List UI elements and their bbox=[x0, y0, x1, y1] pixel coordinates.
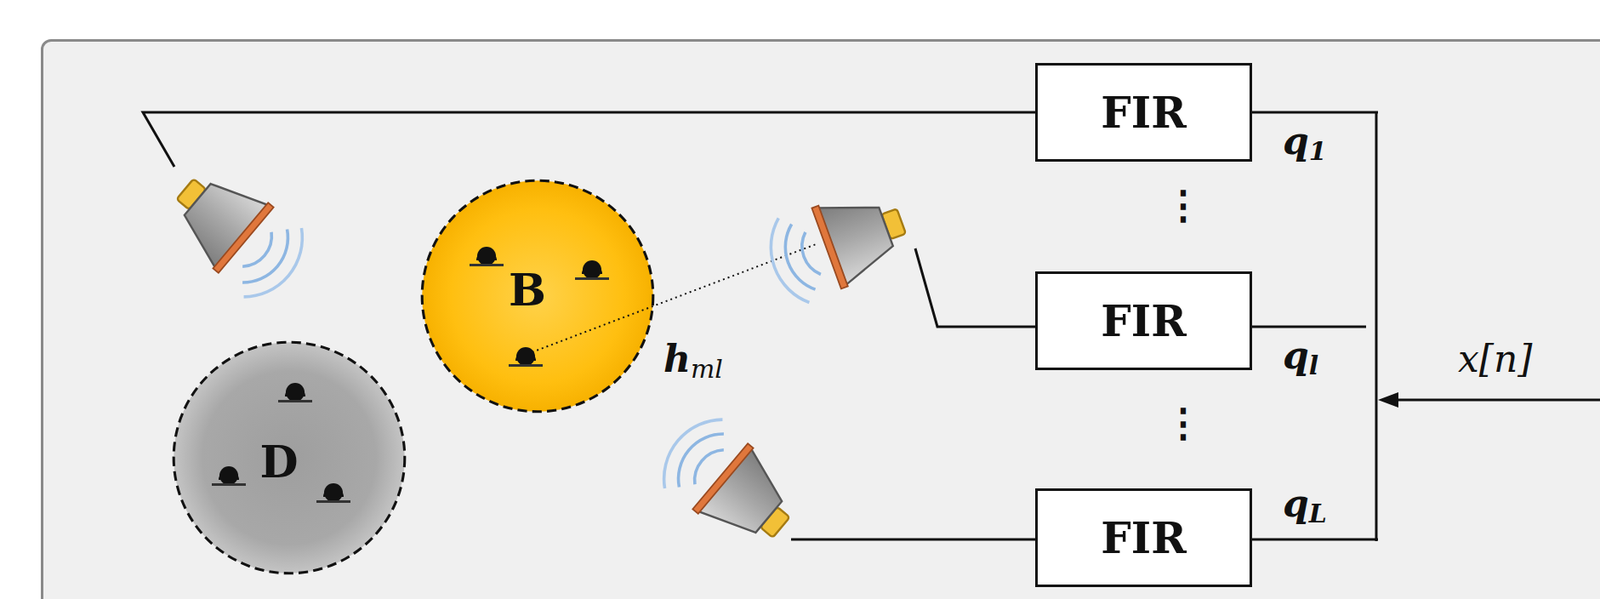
ellipsis: ⋮ bbox=[1163, 182, 1203, 228]
ellipsis: ⋮ bbox=[1163, 399, 1203, 446]
microphone bbox=[211, 466, 246, 486]
listening-zone: D bbox=[170, 338, 409, 577]
filter-coefficients: q1 bbox=[1282, 119, 1327, 166]
box-label: FIR bbox=[1100, 87, 1186, 138]
filter-box: FIR bbox=[1035, 271, 1253, 371]
microphone bbox=[469, 246, 504, 267]
filter-box: FIR bbox=[1035, 488, 1253, 587]
filter-coefficients: qL bbox=[1282, 481, 1327, 529]
loudspeaker bbox=[156, 154, 318, 311]
zone-label: B bbox=[508, 263, 547, 316]
box-label: FIR bbox=[1100, 512, 1186, 564]
microphone bbox=[508, 347, 543, 367]
zone-label: D bbox=[259, 435, 298, 488]
arrow-head bbox=[1377, 392, 1399, 408]
filter-box: FIR bbox=[1035, 62, 1253, 162]
filter-coefficients: ql bbox=[1282, 333, 1319, 381]
signal-name: x[n] bbox=[1457, 336, 1532, 381]
loudspeaker bbox=[758, 178, 917, 309]
microphone bbox=[278, 382, 313, 403]
microphone bbox=[575, 260, 610, 280]
loudspeaker bbox=[649, 406, 810, 563]
transfer-function: hml bbox=[663, 336, 724, 384]
box-label: FIR bbox=[1100, 296, 1186, 347]
listening-zone: B bbox=[418, 176, 657, 416]
microphone bbox=[316, 483, 351, 503]
